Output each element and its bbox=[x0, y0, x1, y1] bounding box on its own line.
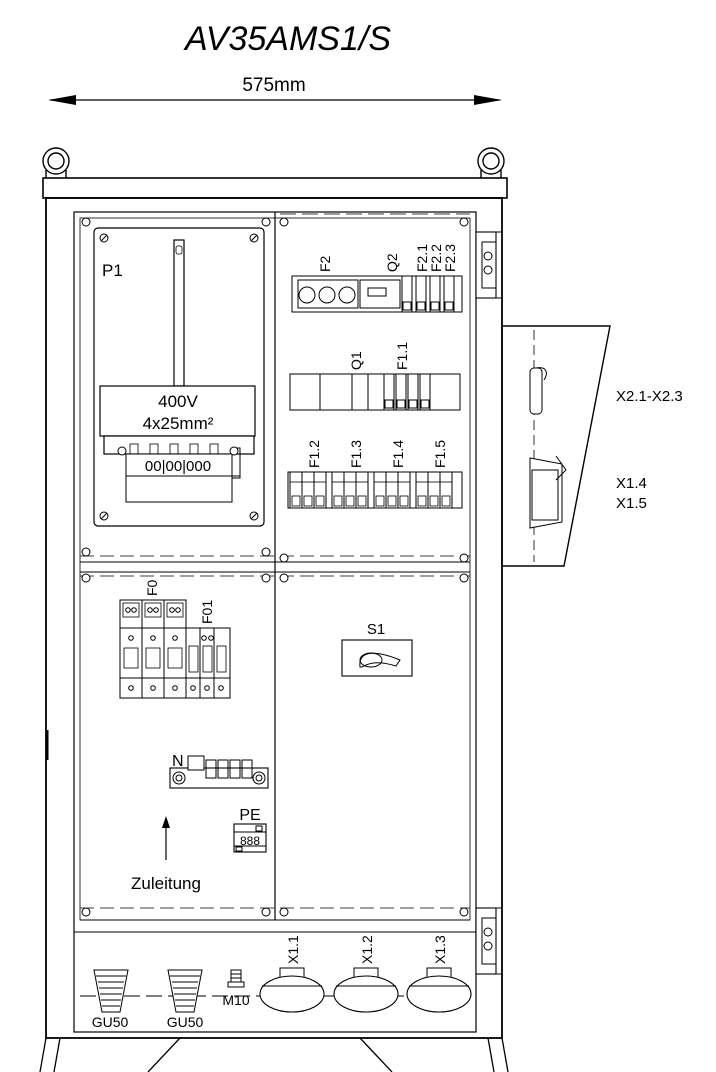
label-f13: F1.3 bbox=[348, 440, 364, 468]
label-f2: F2 bbox=[317, 255, 333, 272]
cable-gland-left bbox=[93, 969, 129, 1013]
device-row-2 bbox=[289, 373, 461, 411]
cabinet-legs bbox=[39, 1037, 509, 1072]
label-n: N bbox=[172, 753, 184, 770]
label-terminals: 00|00|000 bbox=[145, 458, 211, 475]
device-row-3 bbox=[287, 471, 463, 509]
meter-board-p1 bbox=[93, 227, 265, 527]
lifting-eye-right bbox=[477, 147, 505, 178]
hinge-upper bbox=[475, 231, 503, 299]
hinge-lower bbox=[475, 907, 503, 975]
label-x11: X1.1 bbox=[285, 935, 301, 964]
label-x15: X1.5 bbox=[616, 495, 647, 512]
label-q1: Q1 bbox=[348, 351, 364, 370]
cabinet-body bbox=[45, 197, 503, 1039]
side-socket-panel bbox=[501, 325, 611, 567]
cable-gland-right bbox=[167, 969, 203, 1013]
label-f14: F1.4 bbox=[390, 440, 406, 468]
label-f12: F1.2 bbox=[306, 440, 322, 468]
label-x14: X1.4 bbox=[616, 475, 647, 492]
label-f01: F01 bbox=[199, 600, 215, 624]
label-cable: 4x25mm² bbox=[143, 414, 214, 433]
label-q2: Q2 bbox=[384, 253, 400, 272]
socket-x12 bbox=[333, 967, 399, 1013]
surge-protector-f01 bbox=[185, 627, 231, 699]
label-f23: F2.3 bbox=[442, 244, 458, 272]
zuleitung-arrow bbox=[162, 816, 170, 860]
neutral-terminal bbox=[169, 755, 269, 789]
label-s1: S1 bbox=[367, 621, 385, 638]
cabinet-roof bbox=[42, 177, 508, 199]
lifting-eye-left bbox=[42, 147, 70, 178]
label-f22: F2.2 bbox=[428, 244, 444, 272]
cabinet-title: AV35AMS1/S bbox=[183, 20, 391, 58]
device-row-1 bbox=[291, 275, 463, 313]
label-p1: P1 bbox=[102, 261, 123, 280]
label-voltage: 400V bbox=[158, 392, 198, 411]
label-f15: F1.5 bbox=[432, 440, 448, 468]
label-x13: X1.3 bbox=[432, 935, 448, 964]
label-gu50-left: GU50 bbox=[92, 1014, 129, 1030]
width-dimension bbox=[48, 95, 502, 105]
fuse-f0 bbox=[119, 599, 187, 699]
width-label: 575mm bbox=[242, 75, 305, 96]
label-gu50-right: GU50 bbox=[167, 1014, 204, 1030]
label-m10: M10 bbox=[222, 992, 249, 1008]
label-x21-x23: X2.1-X2.3 bbox=[616, 388, 683, 405]
label-f21: F2.1 bbox=[414, 244, 430, 272]
label-f0: F0 bbox=[144, 579, 160, 596]
pe-terminal bbox=[233, 823, 267, 853]
label-x12: X1.2 bbox=[359, 935, 375, 964]
socket-x13 bbox=[406, 967, 472, 1013]
main-switch-s1 bbox=[341, 639, 413, 677]
socket-x11 bbox=[259, 967, 325, 1013]
label-pe: PE bbox=[239, 807, 260, 824]
label-f11: F1.1 bbox=[394, 342, 410, 370]
earth-bolt-m10 bbox=[227, 969, 245, 988]
label-pe-terminal: 888 bbox=[240, 834, 260, 848]
label-zuleitung: Zuleitung bbox=[131, 874, 201, 893]
